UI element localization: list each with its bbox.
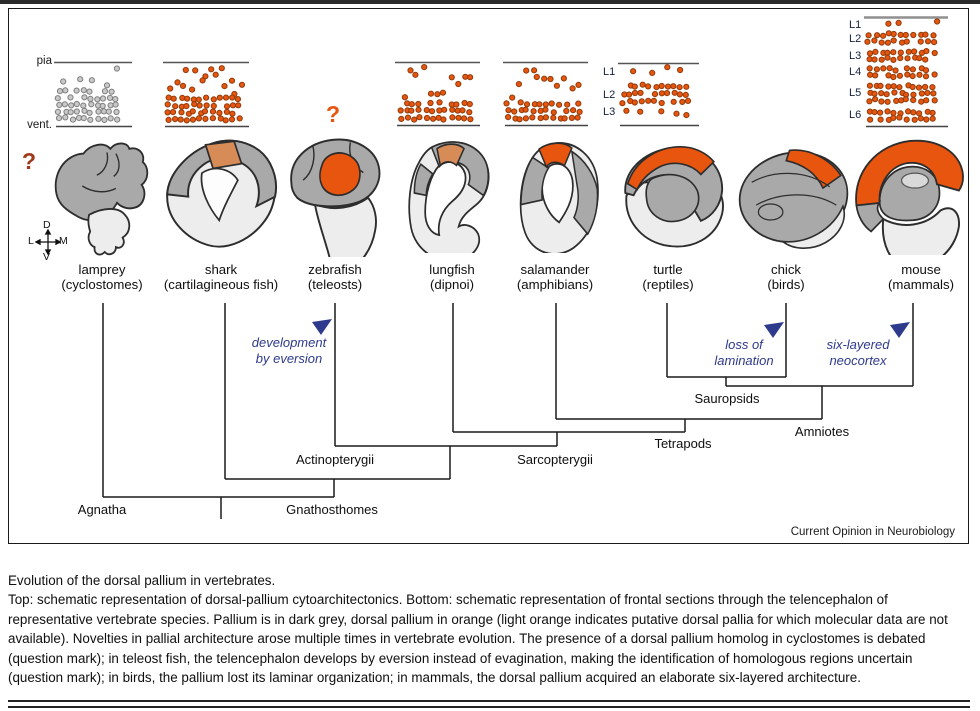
species-label-salamander: salamander(amphibians) — [516, 262, 594, 292]
species-label-chick: chick(birds) — [767, 262, 805, 292]
clade-label-actinopterygii: Actinopterygii — [295, 452, 375, 467]
neocortex-patch — [855, 139, 964, 207]
sulcus-line — [81, 152, 120, 193]
clade-label-sarcopterygii: Sarcopterygii — [517, 452, 593, 467]
dorsal-pallium-patch — [626, 146, 715, 191]
zebrafish-question-mark: ? — [326, 101, 341, 127]
bottom-double-rule — [8, 700, 970, 708]
compass-medial-label: M — [59, 235, 68, 247]
top-rule — [0, 0, 980, 4]
figure-caption: Evolution of the dorsal pallium in verte… — [8, 571, 966, 687]
putative-dorsal-pallium-patch — [204, 140, 243, 170]
species-label-turtle: turtle(reptiles) — [642, 262, 694, 292]
turtle-layer-label-L1: L1 — [603, 66, 616, 78]
dorsal-pallium-patch — [538, 142, 573, 169]
clade-label-tetrapods: Tetrapods — [654, 436, 712, 451]
compass-arrows-icon — [35, 229, 61, 255]
pallium-region-left — [520, 156, 550, 206]
annotation-arrowhead-icon — [764, 322, 784, 338]
journal-credit: Current Opinion in Neurobiology — [790, 526, 955, 538]
clade-label-gnathosthomes: Gnathosthomes — [286, 502, 378, 517]
mouse-brain-schematic — [855, 139, 964, 255]
mouse-layer-label-L3: L3 — [849, 50, 862, 62]
mouse-layer-label-L6: L6 — [849, 109, 862, 121]
species-label-mouse: mouse(mammals) — [888, 262, 954, 292]
pallium-region-right — [570, 149, 599, 236]
hippocampus-outline — [900, 172, 930, 189]
subpallium-region — [881, 207, 960, 255]
annotation-arrowhead-icon — [312, 319, 332, 335]
species-label-zebrafish: zebrafish(teleosts) — [307, 262, 363, 292]
mouse-layer-label-L2: L2 — [849, 33, 862, 45]
zebrafish-brain-schematic — [290, 138, 381, 257]
dorsal-pallium-patch — [785, 149, 842, 190]
species-label-lamprey: lamprey(cyclostomes) — [61, 262, 143, 292]
shark-brain-schematic — [166, 139, 278, 248]
clade-label-amniotes: Amniotes — [794, 424, 850, 439]
mouse-layer-label-L4: L4 — [849, 66, 862, 78]
putative-dorsal-pallium-patch — [436, 143, 465, 168]
chick-brain-schematic — [738, 149, 849, 249]
subpallium-region — [87, 207, 131, 256]
mouse-layer-label-L1: L1 — [849, 19, 862, 31]
species-label-shark: shark(cartilagineous fish) — [163, 262, 279, 292]
pallium-region-left — [413, 163, 434, 197]
pallium-inner-region — [645, 173, 700, 223]
species-label-lungfish: lungfish(dipnoi) — [429, 262, 475, 292]
caption-body: Top: schematic representation of dorsal-… — [8, 592, 948, 686]
clade-label-agnatha: Agnatha — [77, 502, 127, 517]
subpallium-region — [780, 204, 845, 249]
annotation-arrowhead-icon — [890, 322, 910, 338]
compass-dorsal-label: D — [43, 219, 51, 231]
pallium-region — [54, 142, 149, 221]
turtle-layer-label-L2: L2 — [603, 89, 616, 101]
compass-lateral-label: L — [28, 235, 34, 247]
turtle-brain-schematic — [624, 146, 724, 248]
salamander-brain-schematic — [519, 142, 599, 253]
lungfish-brain-schematic — [408, 141, 490, 253]
clade-label-sauropsids: Sauropsids — [694, 391, 760, 406]
dorsal-pallium-patch — [319, 152, 361, 196]
lamprey-question-mark: ? — [22, 148, 37, 174]
compass-ventral-label: V — [43, 251, 51, 263]
ventricle-region — [200, 167, 239, 223]
caption-title: Evolution of the dorsal pallium in verte… — [8, 573, 276, 588]
turtle-layer-label-L3: L3 — [603, 106, 616, 118]
mouse-layer-label-L5: L5 — [849, 87, 862, 99]
pallium-subdivision-lines — [751, 172, 837, 221]
pallium-region-left — [855, 200, 885, 233]
vent-label: vent. — [27, 119, 52, 131]
pia-label: pia — [36, 55, 52, 67]
lamprey-brain-schematic — [54, 142, 149, 256]
